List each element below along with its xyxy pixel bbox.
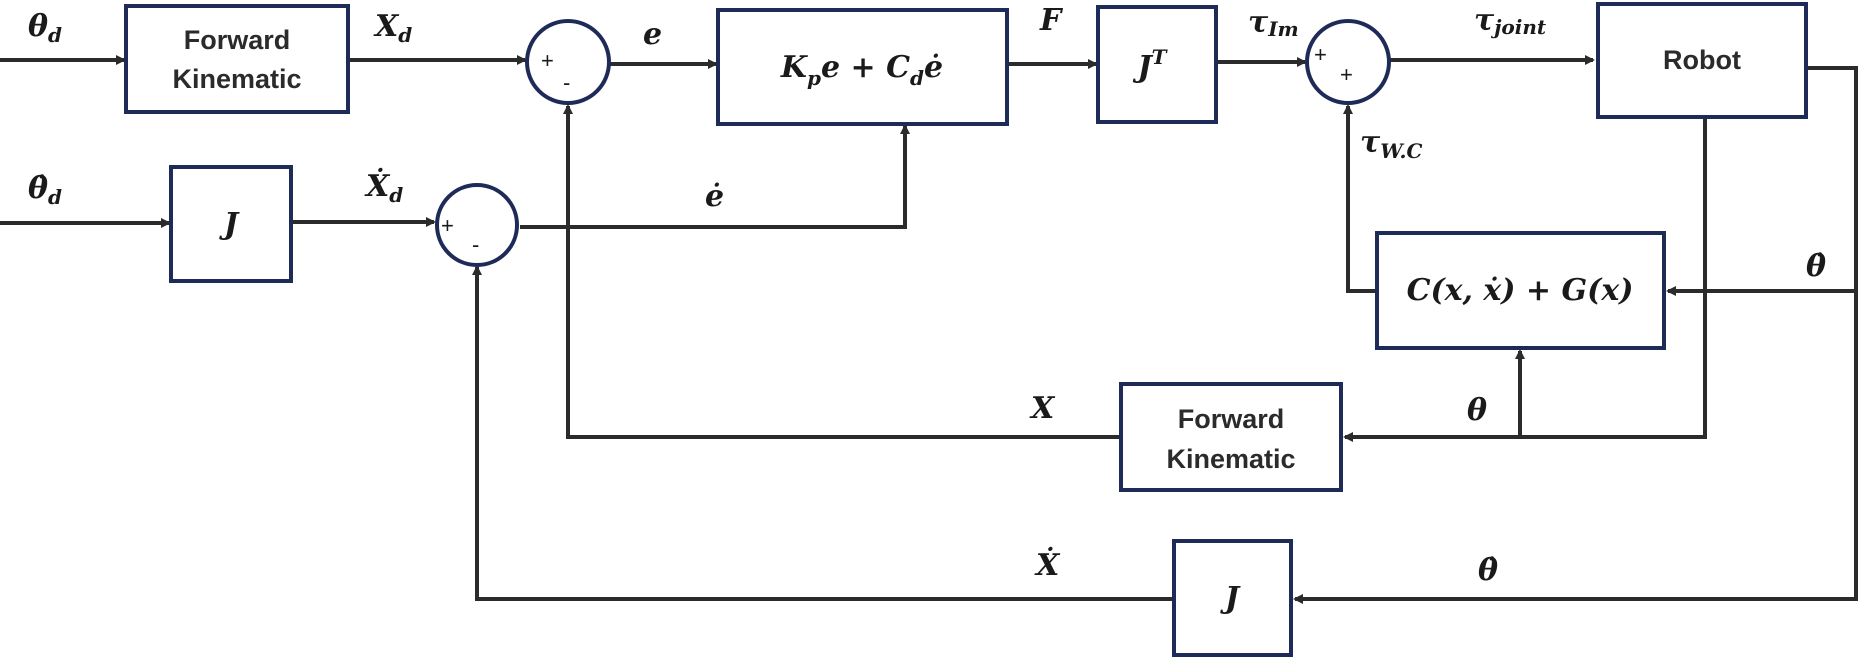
fk-bottom-line2: Kinematic [1166,444,1295,474]
signal-lines [0,55,1858,604]
label-theta-d: θd [28,9,62,47]
label-e-dot: ė [705,179,724,214]
label-e: e [643,17,662,52]
wire-xdot-sum2 [472,265,1174,601]
wire-tauwc-sum3 [1343,104,1375,293]
wire-theta-fk-bottom [1343,117,1707,442]
s1-plus: + [541,48,554,73]
label-theta-dot-right: θ̇ [1806,249,1826,284]
label-f: F [1039,3,1064,38]
block-jt: JT [1096,5,1218,124]
j-top-label: J [219,207,240,242]
wire-edot-pd [520,124,910,229]
label-tau-joint: τjoint [1474,3,1547,39]
block-fk-top: Forward Kinematic [124,4,350,114]
label-x-dot: Ẋ [1034,546,1061,583]
label-x-d-dot: Ẋd [364,167,403,207]
block-gravity-compensation: C(x, ẋ) + G(x) [1375,231,1666,350]
wire-x-sum1 [563,104,1120,439]
pd-controller-label: Kpe + Cdė [780,50,943,90]
robot-label: Robot [1663,45,1741,75]
s2-minus: - [472,232,479,257]
summing-junction-1: + - [525,19,611,105]
label-theta: θ [1467,393,1487,428]
s3-plus-1: + [1314,42,1327,67]
summing-junction-3: + + [1305,19,1391,105]
label-x: X [1029,391,1056,426]
label-theta-dot-bottom: θ̇ [1478,553,1498,588]
fk-bottom-line1: Forward [1178,404,1285,434]
gravity-comp-label: C(x, ẋ) + G(x) [1407,273,1634,308]
block-j-top: J [169,165,293,283]
s2-plus: + [441,213,454,238]
block-robot: Robot [1596,2,1808,119]
j-bottom-label: J [1220,581,1241,616]
s3-plus-2: + [1340,62,1353,87]
label-theta-d-dot: θ̇d [28,171,62,209]
signal-labels: θd θ̇d Xd Ẋd e ė F τIm τjoint τW.C θ̇ θ … [28,3,1826,588]
label-tau-im: τIm [1248,5,1299,41]
label-tau-wc: τW.C [1360,125,1422,163]
block-j-bottom: J [1172,539,1293,657]
s1-minus: - [563,70,570,95]
block-pd-controller: Kpe + Cdė [716,8,1009,126]
fk-top-line2: Kinematic [172,64,301,94]
wire-thetadot-j-bottom [1293,66,1858,604]
jt-label: JT [1132,45,1168,85]
summing-junction-2: + - [435,183,519,267]
block-fk-bottom: Forward Kinematic [1119,382,1343,492]
fk-top-line1: Forward [184,25,291,55]
label-x-d: Xd [373,9,412,47]
